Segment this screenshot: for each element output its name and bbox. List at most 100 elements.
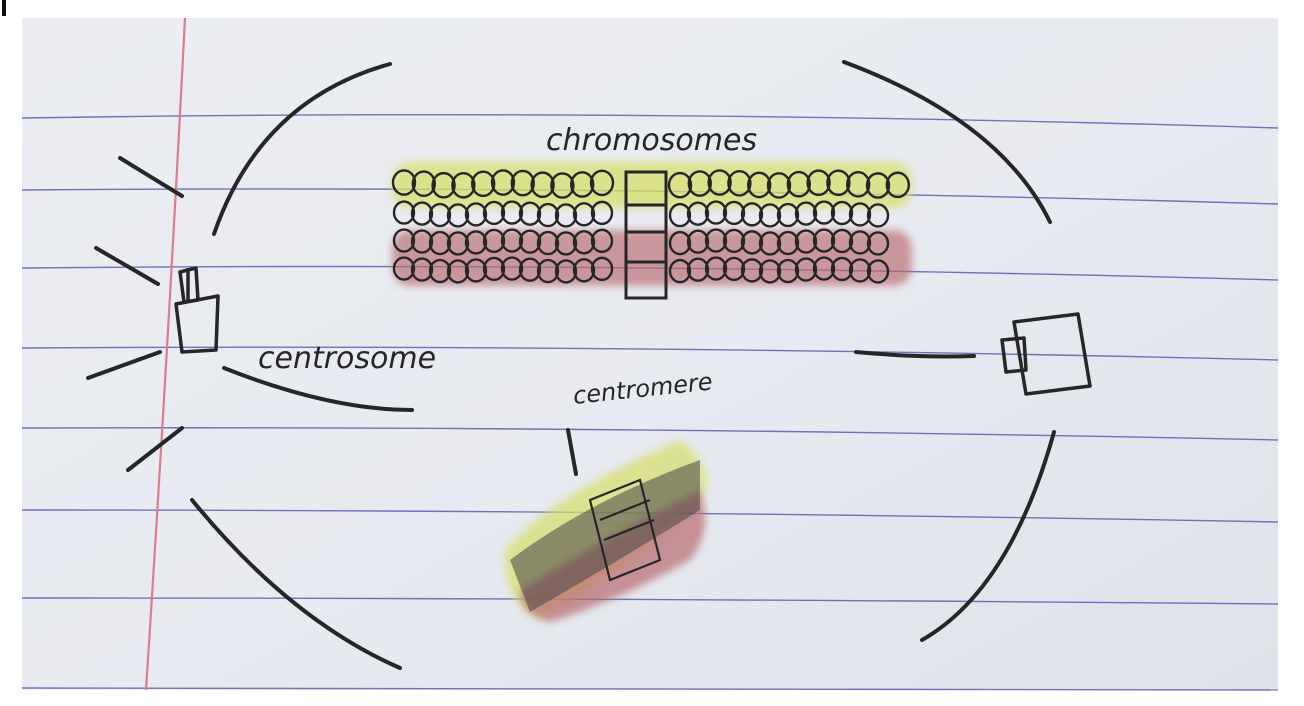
chromatid-loop: [740, 258, 764, 283]
astral-ray: [126, 426, 184, 472]
astral-rays-left: [86, 156, 184, 472]
closeup-shading: [510, 460, 700, 612]
spindle-fiber-right: [854, 350, 976, 359]
chromatid-loop: [704, 256, 728, 281]
closeup-centromere: [588, 478, 662, 582]
chromatid-loop: [530, 171, 555, 199]
spindle-arc-upper-left: [212, 62, 392, 236]
chromatid-loop: [391, 169, 417, 196]
chromatid-loop: [536, 230, 560, 256]
centriole-side: [1000, 336, 1028, 374]
rule-line: [21, 113, 1279, 129]
rule-line: [21, 687, 1279, 691]
chromosome-rows: [391, 169, 910, 284]
closeup-line: [603, 518, 655, 542]
chromatid-loop: [464, 258, 488, 283]
chromatid-loop: [451, 171, 476, 199]
chromatid-loop: [704, 228, 728, 253]
yellow-band: [392, 162, 912, 208]
chromatid-loop: [392, 228, 416, 253]
chromatid-loop: [722, 228, 746, 254]
chromatid-loop: [518, 229, 542, 254]
chromatid-loop: [722, 256, 746, 282]
chromatid-loop: [590, 200, 614, 226]
chromatid-loop: [830, 256, 854, 282]
rule-line: [21, 427, 1279, 441]
astral-ray: [86, 350, 162, 380]
chromatid-loop: [776, 230, 800, 256]
chromatid-loop: [740, 202, 764, 227]
chromatid-loop: [392, 256, 416, 281]
centrosome-left: [174, 266, 220, 354]
frame-mark: [2, 0, 6, 16]
spindle-arc-lower-right: [920, 430, 1056, 642]
chromatid-loop: [707, 169, 732, 196]
chromatid-loop: [812, 228, 836, 253]
chromatid-loop: [686, 229, 710, 254]
chromatid-loop: [794, 257, 818, 282]
chromatid-loop: [668, 230, 692, 256]
chromatid-loop: [830, 200, 854, 226]
chromatid-loop: [500, 256, 524, 281]
chromatid-loop: [830, 228, 854, 254]
chromatid-loop: [572, 258, 596, 283]
chromatid-loop: [536, 202, 560, 228]
chromatid-loop: [554, 259, 578, 284]
label-centrosome: centrosome: [258, 341, 436, 376]
rule-line: [21, 597, 1279, 605]
chromatid-loop: [668, 202, 692, 228]
chromatid-loop: [776, 202, 800, 228]
chromatid-loop: [411, 170, 436, 197]
chromatid-loop: [686, 257, 710, 282]
chromatid-loop: [758, 203, 782, 228]
chromatid-loop: [794, 201, 818, 226]
astral-ray: [118, 156, 184, 198]
chromatid-loop: [848, 202, 872, 227]
chromatid-loop: [766, 172, 792, 199]
spindle-fiber-left: [222, 366, 414, 412]
chromatid-loop: [668, 258, 692, 284]
chromatid-loop: [758, 259, 782, 284]
chromatid-loop: [572, 230, 596, 255]
centrosome-right: [1000, 312, 1092, 396]
chromatid-loop: [518, 201, 542, 226]
chromatid-loop: [740, 230, 764, 255]
chromatid-loop: [865, 172, 891, 199]
chromatid-loop: [510, 169, 535, 197]
chromatid-loop: [446, 203, 470, 228]
spindle-arc-lower-left: [190, 498, 402, 670]
notebook-paper: [22, 18, 1278, 690]
chromatid-loop: [490, 169, 516, 196]
chromatid-loop: [482, 228, 506, 254]
chromatid-loop: [686, 201, 710, 226]
chromatid-loop: [428, 258, 452, 284]
chromatid-loop: [776, 258, 800, 284]
chromatid-loop: [758, 231, 782, 256]
chromatid-loop: [518, 257, 542, 282]
centromere-rect: [624, 170, 668, 300]
centromere-block: [624, 170, 668, 300]
chromatid-loop: [846, 171, 871, 198]
chromatid-loop: [786, 170, 811, 198]
chromatid-loop: [812, 200, 836, 225]
chromatid-loop: [554, 203, 578, 228]
closeup-line: [599, 498, 651, 522]
chromatid-loop: [464, 202, 488, 227]
chromatid-loop: [812, 256, 836, 281]
chromatid-loop: [570, 171, 595, 198]
chromatid-loop: [794, 229, 818, 254]
chromatid-loop: [428, 230, 452, 256]
label-chromosomes: chromosomes: [546, 123, 757, 158]
chromatid-loop: [848, 258, 872, 283]
chromatid-loop: [848, 230, 872, 255]
chromatid-loop: [722, 200, 746, 226]
chromatid-loop: [392, 200, 416, 225]
spindle-arc-upper-right: [842, 60, 1052, 224]
chromatid-loop: [747, 171, 772, 199]
chromatid-loop: [446, 259, 470, 284]
chromatid-loop: [806, 169, 831, 197]
spindle-fibers: [190, 60, 1056, 670]
centriole-body: [174, 294, 220, 354]
rule-line: [21, 346, 1279, 361]
chromatid-loop: [464, 230, 488, 255]
